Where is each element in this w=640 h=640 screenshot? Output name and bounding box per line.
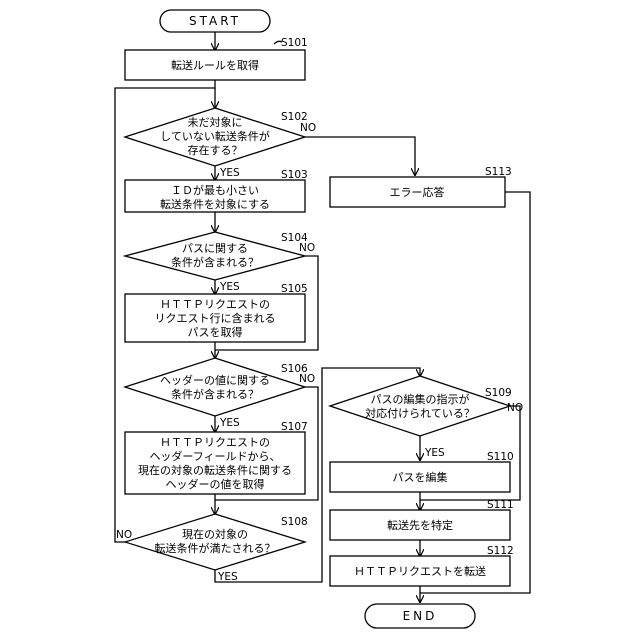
decision-s109: パスの編集の指示が 対応付けられている？ S109 NO YES <box>330 376 523 459</box>
s107-line1: ＨＴＴＰリクエストの <box>160 436 270 449</box>
s109-id: S109 <box>485 387 512 399</box>
s109-no-label: NO <box>507 402 523 414</box>
s113-id: S113 <box>485 166 512 178</box>
s109-line2: 対応付けられている？ <box>365 406 475 420</box>
s108-yes-label: YES <box>217 571 238 583</box>
s106-no-label: NO <box>299 373 315 385</box>
s113-text: エラー応答 <box>390 185 445 199</box>
s104-line1: パスに関する <box>182 242 248 255</box>
s108-line2: 転送条件が満たされる？ <box>155 541 276 555</box>
step-s101: 転送ルールを取得 S101 <box>125 37 308 80</box>
s106-yes-label: YES <box>219 417 240 429</box>
s110-text: パスを編集 <box>393 470 448 484</box>
s108-no-label: NO <box>116 529 132 541</box>
s103-id: S103 <box>281 169 308 181</box>
s105-line3: パスを取得 <box>188 326 243 339</box>
s107-id: S107 <box>281 421 308 433</box>
s108-id: S108 <box>281 516 308 528</box>
s104-line2: 条件が含まれる？ <box>171 255 259 269</box>
s101-text: 転送ルールを取得 <box>171 58 259 72</box>
s107-line4: ヘッダーの値を取得 <box>166 477 265 491</box>
s101-id: S101 <box>281 37 308 49</box>
s105-line2: リクエスト行に含まれる <box>155 311 276 325</box>
s102-yes-label: YES <box>219 167 240 179</box>
decision-s106: ヘッダーの値に関する 条件が含まれる？ S106 NO YES <box>125 358 315 429</box>
s107-line3: 現在の対象の転送条件に関する <box>138 463 292 477</box>
end-label: END <box>403 609 438 623</box>
s106-line1: ヘッダーの値に関する <box>160 373 270 387</box>
s105-line1: ＨＴＴＰリクエストの <box>160 298 270 311</box>
decision-s108: 現在の対象の 転送条件が満たされる？ S108 NO YES <box>116 514 308 583</box>
start-label: START <box>189 14 241 28</box>
s104-yes-label: YES <box>219 281 240 293</box>
s104-no-label: NO <box>299 242 315 254</box>
start-terminal: START <box>160 10 270 32</box>
step-s112: ＨＴＴＰリクエストを転送 S112 <box>330 545 514 586</box>
s103-line1: ＩＤが最も小さい <box>171 183 259 197</box>
step-s103: ＩＤが最も小さい 転送条件を対象にする S103 <box>125 169 308 212</box>
step-s111: 転送先を特定 S111 <box>330 499 514 540</box>
s111-text: 転送先を特定 <box>387 518 453 532</box>
s112-text: ＨＴＴＰリクエストを転送 <box>354 564 486 578</box>
step-s113: エラー応答 S113 <box>330 166 512 207</box>
s108-line1: 現在の対象の <box>182 527 248 541</box>
s102-line2: していない転送条件が <box>160 129 270 143</box>
s112-id: S112 <box>487 545 514 557</box>
step-s110: パスを編集 S110 <box>330 451 514 492</box>
s103-line2: 転送条件を対象にする <box>160 197 270 211</box>
s110-id: S110 <box>487 451 514 463</box>
end-terminal: END <box>365 604 475 628</box>
s102-line1: 未だ対象に <box>188 115 243 129</box>
step-s107: ＨＴＴＰリクエストの ヘッダーフィールドから、 現在の対象の転送条件に関する ヘ… <box>125 421 308 494</box>
s102-line3: 存在する？ <box>188 143 243 157</box>
s109-line1: パスの編集の指示が <box>371 392 470 406</box>
s102-no-label: NO <box>300 122 316 134</box>
s107-line2: ヘッダーフィールドから、 <box>149 449 280 463</box>
step-s105: ＨＴＴＰリクエストの リクエスト行に含まれる パスを取得 S105 <box>125 283 308 342</box>
s105-id: S105 <box>281 283 308 295</box>
s109-yes-label: YES <box>424 447 445 459</box>
s106-line2: 条件が含まれる？ <box>171 387 259 401</box>
s111-id: S111 <box>487 499 514 511</box>
